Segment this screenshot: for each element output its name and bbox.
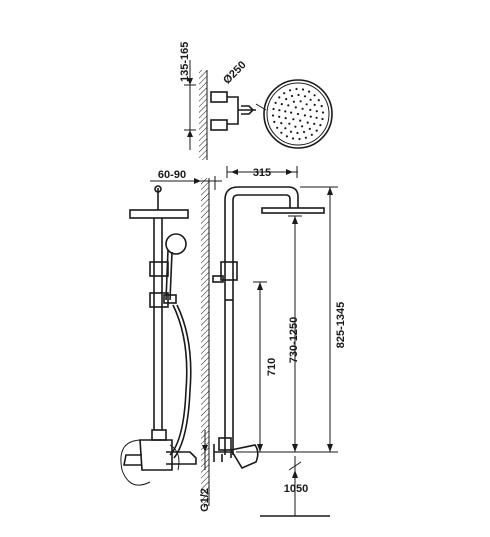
nozzle-dot [294,125,297,128]
nozzle-dot [274,101,277,104]
nozzle-dot [278,96,281,99]
wall-section-main [201,178,210,506]
nozzle-dot [289,130,293,133]
bar-height-dimension [253,281,267,453]
nozzle-dot [305,103,308,106]
nozzle-dot [290,94,294,98]
nozzle-dot [309,108,312,111]
nozzle-dot [315,129,318,132]
nozzle-dot [301,125,304,128]
thread-label: G1/2 [199,488,211,512]
nozzle-dot [321,111,325,114]
nozzle-dot [285,98,288,101]
nozzle-dot [308,127,311,130]
nozzle-dot [278,109,281,112]
nozzle-dot [301,88,305,91]
total-height-label: 825-1345 [335,302,347,349]
nozzle-dot [284,117,287,120]
nozzle-dot [303,95,307,98]
nozzle-dot [292,118,295,121]
nozzle-dot [271,114,275,117]
nozzle-dot [304,136,307,139]
top-offset-label: 135-165 [179,42,191,82]
nozzle-dot [317,99,320,102]
nozzle-dot [296,112,300,116]
nozzle-dot [306,121,309,124]
nozzle-dot [302,130,306,134]
nozzle-dot [285,135,288,138]
nozzle-dot [301,107,304,110]
wall-offset-label: 60-90 [158,169,186,181]
nozzle-dot [310,133,313,136]
top-offset-dimension [184,60,196,150]
nozzle-dot [272,107,275,111]
nozzle-dot [273,120,276,123]
nozzle-dot [299,100,302,103]
nozzle-dot [298,137,301,141]
nozzle-dot [296,131,299,135]
head-diameter-label: Ø250 [221,59,249,87]
nozzle-dot [288,122,291,125]
side-view-column [212,186,325,470]
nozzle-dot [309,98,312,101]
wall-section-top [199,70,208,160]
nozzle-dot [291,137,295,140]
floor-height-label: 1050 [284,483,308,495]
nozzle-dot [313,122,316,125]
nozzle-dot [289,89,292,92]
nozzle-dot [319,124,322,127]
top-view-bracket [210,91,267,131]
nozzle-dot [290,111,293,114]
nozzle-dot [287,104,290,107]
nozzle-dot [308,90,311,93]
nozzle-dot [284,110,287,113]
nozzle-dot [309,115,312,118]
nozzle-dot [297,93,300,97]
nozzle-dot [315,110,318,113]
arm-length-dimension [226,166,298,178]
nozzle-dot [320,105,323,108]
nozzle-dot [278,115,281,118]
nozzle-dot [283,92,286,95]
wall-offset-dimension [150,176,222,190]
nozzle-dot [321,117,324,121]
nozzle-dot [295,87,298,91]
nozzle-dot [294,106,297,109]
head-height-label: 730-1250 [288,317,300,364]
nozzle-dot [280,131,283,134]
thread-dimension [202,430,208,470]
front-view-column [120,185,197,486]
nozzle-dot [303,114,306,117]
arm-length-label: 315 [253,167,271,179]
bar-height-label: 710 [266,358,278,376]
nozzle-dot [280,122,283,125]
nozzle-dot [280,103,283,106]
nozzle-dot [299,119,302,122]
nozzle-dot [276,126,279,129]
nozzle-dot [313,103,316,106]
nozzle-dot [315,116,318,119]
nozzle-dot [284,127,287,130]
total-height-dimension [300,186,338,453]
floor-height-dimension [260,456,330,517]
nozzle-dot [313,94,316,97]
shower-head-top-view [263,79,333,149]
nozzle-dot [292,100,295,103]
